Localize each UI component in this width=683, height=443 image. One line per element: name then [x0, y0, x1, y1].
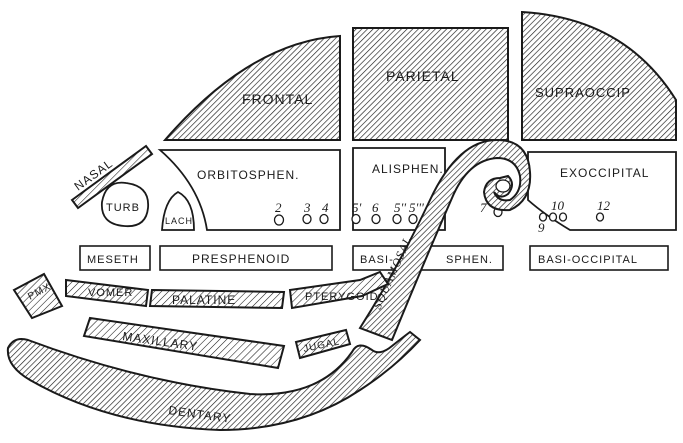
- foramen-7-label: 7: [480, 200, 487, 215]
- foramen-3-label: 3: [303, 200, 311, 215]
- foramen-2-label: 2: [275, 200, 282, 215]
- foramen-4-label: 4: [322, 200, 329, 215]
- vomer-label: VOMER: [88, 287, 133, 299]
- foramen-3: [303, 215, 311, 224]
- pmx-bone: PMX: [14, 274, 62, 318]
- maxillary-bone: MAXILLARY: [84, 318, 284, 368]
- palatine-bone: PALATINE: [150, 290, 284, 308]
- frontal-bone: FRONTAL: [165, 36, 340, 140]
- foramen-5a-label: 5': [352, 200, 362, 215]
- presphenoid-bone: PRESPHENOID: [160, 246, 332, 270]
- pterygoid-label: PTERYGOID.: [305, 291, 383, 303]
- lach-label: LACH: [165, 216, 193, 226]
- foramen-6-label: 6: [372, 200, 379, 215]
- turb-label: TURB: [106, 202, 140, 214]
- foramen-6: [372, 215, 380, 224]
- exoccipital-label: EXOCCIPITAL: [560, 166, 649, 180]
- foramen-9-label: 9: [538, 220, 545, 235]
- lach-bone: LACH: [162, 192, 194, 230]
- foramen-5b: [393, 215, 401, 224]
- palatine-label: PALATINE: [172, 293, 236, 307]
- sphen-label: SPHEN.: [446, 254, 493, 266]
- basioccipital-bone: BASI-OCCIPITAL: [530, 246, 668, 270]
- jugal-bone: JUGAL: [296, 330, 350, 358]
- foramen-10c: [560, 213, 567, 221]
- foramen-5b-label: 5'': [394, 200, 406, 215]
- presphenoid-label: PRESPHENOID: [192, 252, 290, 266]
- pterygoid-bone: PTERYGOID.: [290, 272, 388, 308]
- foramen-10-label: 10: [551, 198, 565, 213]
- turb-bone: TURB: [102, 183, 148, 227]
- supraoccip-label: SUPRAOCCIP: [535, 85, 631, 100]
- parietal-bone: PARIETAL: [353, 28, 508, 140]
- supraoccip-bone: SUPRAOCCIP: [522, 12, 676, 140]
- foramen-5a: [352, 215, 360, 224]
- foramen-4: [320, 215, 328, 224]
- frontal-label: FRONTAL: [242, 91, 313, 107]
- alisphen-label: ALISPHEN.: [372, 162, 444, 176]
- orbitosphen-label: ORBITOSPHEN.: [197, 168, 299, 182]
- foramen-12-label: 12: [597, 198, 611, 213]
- meseth-label: MESETH: [87, 254, 139, 266]
- meseth-bone: MESETH: [80, 246, 150, 270]
- vomer-bone: VOMER: [66, 280, 148, 306]
- foramen-12: [597, 213, 604, 221]
- foramen-2: [275, 215, 284, 225]
- foramen-10b: [550, 213, 557, 221]
- foramen-5c-label: 5''': [409, 200, 424, 215]
- foramen-5c: [409, 215, 417, 224]
- parietal-label: PARIETAL: [386, 68, 460, 84]
- basioccipital-label: BASI-OCCIPITAL: [538, 254, 638, 266]
